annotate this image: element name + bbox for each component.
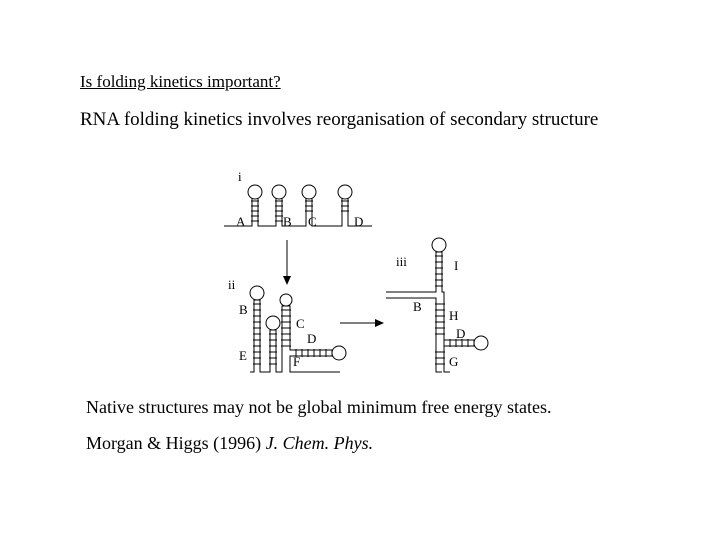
helix-label-g: G [449,354,458,369]
structure-label-iii: iii [396,254,407,269]
hairpin-loop [473,335,489,351]
hairpin-loop [431,237,447,253]
slide-subtitle: RNA folding kinetics involves reorganisa… [80,109,599,130]
citation-authors: Morgan & Higgs (1996) [86,433,266,453]
helix-label-d: D [307,331,316,346]
structure-iii-backbone [386,251,450,373]
helix-label-c: C [308,214,317,229]
slide-heading: Is folding kinetics important? [80,72,281,91]
helix-label-b: B [239,302,248,317]
helix-label-e: E [239,348,247,363]
hairpin-loop [265,315,281,331]
hairpin-loop [331,345,347,361]
structure-i-backbone [224,197,372,227]
hairpin-loop [271,184,287,200]
structure-i: i A B C D [224,169,372,229]
hairpin-loop [337,184,353,200]
hairpin-loop [301,184,317,200]
structure-label-ii: ii [228,277,236,292]
hairpin-loop [249,285,265,301]
helix-label-b: B [413,299,422,314]
helix-label-d: D [456,326,465,341]
helix-label-h: H [449,308,458,323]
helix-label-b: B [283,214,292,229]
helix-label-f: F [293,354,300,369]
citation-journal: J. Chem. Phys. [265,433,374,453]
structure-iii: iii I B H D G [386,237,489,373]
structure-ii: ii B E C D F [228,277,347,373]
hairpin-loop [247,184,263,200]
slide-caption: Native structures may not be global mini… [86,397,552,417]
helix-label-i: I [454,258,458,273]
helix-label-d: D [354,214,363,229]
helix-label-a: A [236,214,246,229]
citation: Morgan & Higgs (1996) J. Chem. Phys. [86,433,373,454]
helix-label-c: C [296,316,305,331]
hairpin-loop [279,293,293,307]
structure-iii-branch [386,297,442,373]
structure-label-i: i [238,169,242,184]
